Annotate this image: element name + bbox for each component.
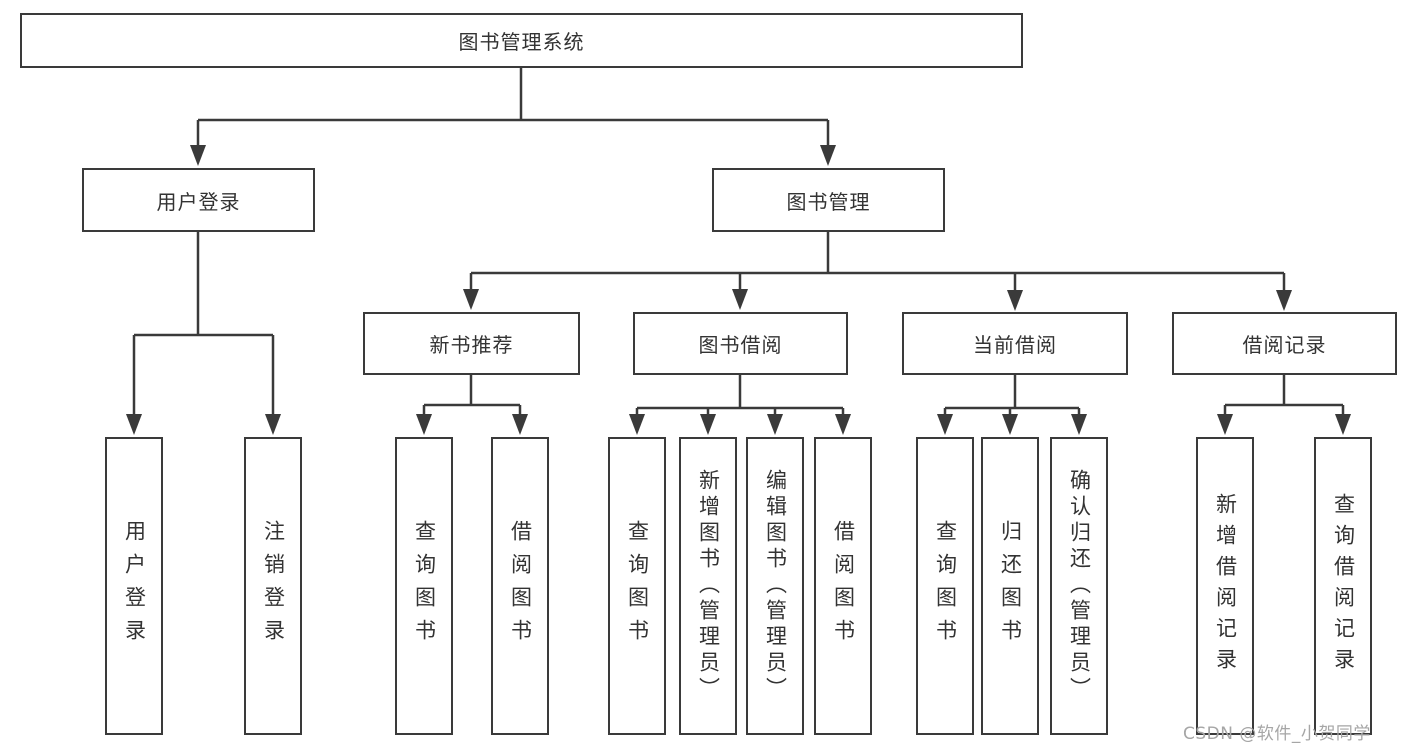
arrowhead [1335,414,1351,435]
leaf-borrow-books: 借阅图书 [814,437,872,735]
leaf-query-books-recommend: 查询图书 [395,437,453,735]
node-borrow-records: 借阅记录 [1172,312,1397,375]
arrowhead [1217,414,1233,435]
leaf-add-borrow-record-label: 新增借阅记录 [1213,493,1238,679]
arrowhead [767,414,783,435]
node-book-borrow-label: 图书借阅 [698,333,783,357]
leaf-query-books-recommend-label: 查询图书 [412,520,437,652]
leaf-borrow-books-recommend-label: 借阅图书 [508,520,533,652]
leaf-add-books-admin-label: 新增图书（管理员） [696,469,721,703]
node-root: 图书管理系统 [20,13,1023,68]
leaf-query-books-current-label: 查询图书 [933,520,958,652]
arrowhead [416,414,432,435]
arrowhead [629,414,645,435]
leaf-return-books-label: 归还图书 [998,520,1023,652]
node-current-borrow: 当前借阅 [902,312,1128,375]
arrowhead [1071,414,1087,435]
node-new-book-recommend: 新书推荐 [363,312,580,375]
leaf-query-books-current: 查询图书 [916,437,974,735]
node-user-login-label: 用户登录 [156,189,241,214]
leaf-query-borrow-record-label: 查询借阅记录 [1331,493,1356,679]
node-root-label: 图书管理系统 [458,30,585,54]
leaf-return-books: 归还图书 [981,437,1039,735]
leaf-query-books-borrow: 查询图书 [608,437,666,735]
leaf-confirm-return-admin-label: 确认归还（管理员） [1067,469,1092,703]
node-book-management: 图书管理 [712,168,945,232]
arrowhead [265,414,281,435]
leaf-edit-books-admin-label: 编辑图书（管理员） [763,469,788,703]
leaf-add-books-admin: 新增图书（管理员） [679,437,737,735]
leaf-borrow-books-recommend: 借阅图书 [491,437,549,735]
leaf-user-login-label: 用户登录 [122,520,147,652]
node-book-management-label: 图书管理 [786,189,871,214]
node-user-login: 用户登录 [82,168,315,232]
leaf-add-borrow-record: 新增借阅记录 [1196,437,1254,735]
arrowhead [835,414,851,435]
arrowhead [463,289,479,310]
leaf-user-login: 用户登录 [105,437,163,735]
leaf-logout: 注销登录 [244,437,302,735]
arrowhead [732,289,748,310]
node-current-borrow-label: 当前借阅 [973,333,1057,357]
leaf-edit-books-admin: 编辑图书（管理员） [746,437,804,735]
leaf-borrow-books-label: 借阅图书 [831,520,856,652]
leaf-query-borrow-record: 查询借阅记录 [1314,437,1372,735]
leaf-logout-label: 注销登录 [261,520,286,652]
arrowhead [512,414,528,435]
node-book-borrow: 图书借阅 [633,312,848,375]
arrowhead [937,414,953,435]
arrowhead [1002,414,1018,435]
arrowhead [190,145,206,166]
arrowhead [700,414,716,435]
arrowhead [820,145,836,166]
watermark: CSDN @软件_小贺同学 [1183,724,1371,744]
arrowhead [126,414,142,435]
leaf-query-books-borrow-label: 查询图书 [625,520,650,652]
arrowhead [1276,290,1292,311]
arrowhead [1007,290,1023,311]
node-new-book-recommend-label: 新书推荐 [429,333,514,357]
node-borrow-records-label: 借阅记录 [1242,333,1327,357]
tree-connectors [126,68,1351,435]
leaf-confirm-return-admin: 确认归还（管理员） [1050,437,1108,735]
arrowheads [126,145,1351,435]
